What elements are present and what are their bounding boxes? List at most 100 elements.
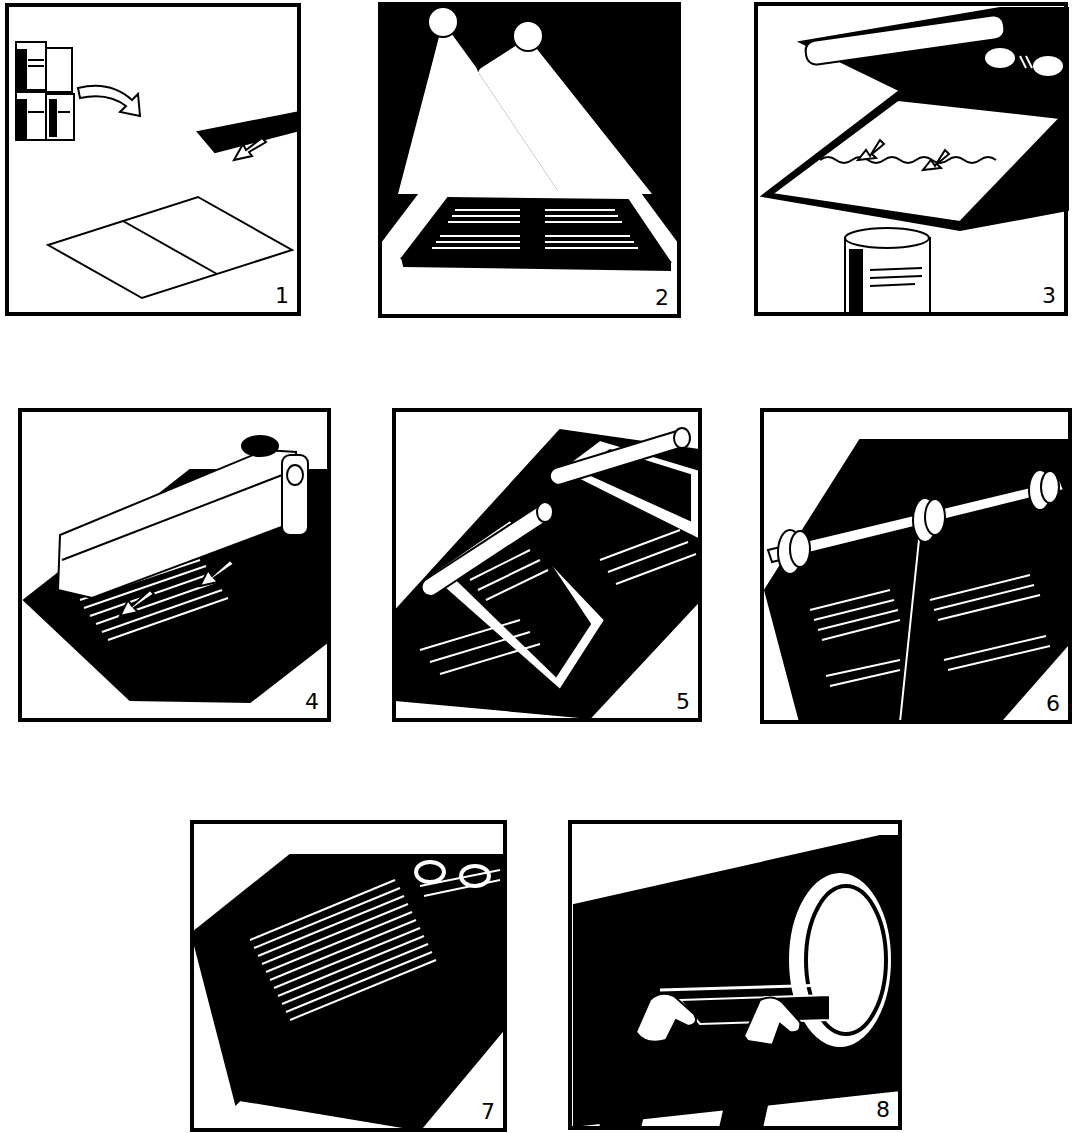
- finished-plate-part-part: [258, 896, 404, 956]
- illustration-panel: 6: [760, 408, 1072, 724]
- finished-plate-part: [192, 930, 240, 1104]
- roller-machine-part: [200, 560, 234, 586]
- exposed-sheet-part-part: [545, 221, 622, 223]
- roller-machine-part: [287, 465, 303, 485]
- coated-sheet: [762, 92, 1068, 230]
- developer-machine-part: [1032, 55, 1064, 77]
- finished-plate-part: [250, 870, 500, 1020]
- developing-sheet-part: [422, 428, 690, 596]
- drying-sheet-part-part: [822, 620, 900, 640]
- exposure-frame-part: [462, 20, 500, 72]
- roller-machine-part: [282, 455, 308, 535]
- developer-machine-part: [804, 14, 1005, 66]
- drying-sheet-part-part: [944, 636, 1046, 660]
- finished-plate-part-part: [270, 920, 416, 980]
- exposed-sheet: [402, 198, 670, 270]
- chemical-boxes-part: [16, 92, 46, 140]
- exposed-sheet-part-part: [545, 247, 638, 249]
- developing-sheet-part-part: [420, 620, 520, 650]
- illustration-panel: 8: [568, 820, 902, 1130]
- developing-sheet-part-part: [478, 560, 540, 590]
- drying-sheet-part-part: [938, 595, 1040, 620]
- exposed-sheet-part-part: [436, 241, 520, 243]
- chemical-boxes-part: [50, 100, 56, 136]
- step-number: 4: [305, 689, 319, 714]
- developing-sheet-part-part: [674, 428, 690, 448]
- press-cylinder-part: [660, 985, 830, 990]
- exposed-sheet-part-part: [545, 241, 634, 243]
- developing-sheet-part: [430, 520, 605, 690]
- hands-part: [720, 1040, 780, 1128]
- drying-sheet-part: [765, 440, 1072, 722]
- roller-machine-part: [120, 590, 154, 616]
- finished-plate-part-part: [254, 888, 400, 948]
- finished-plate-part-part: [282, 944, 428, 1004]
- step-number: 6: [1046, 691, 1060, 716]
- curved-arrow-part: [78, 86, 140, 116]
- coated-sheet-part: [858, 140, 884, 160]
- chemical-canister-part: [850, 250, 862, 312]
- drying-sheet: [765, 440, 1072, 722]
- drying-sheet-part: [900, 530, 920, 722]
- exposed-sheet-part-part: [455, 209, 520, 211]
- white-sheet-part: [123, 221, 217, 274]
- finished-plate-part-part: [250, 880, 395, 940]
- chemical-boxes-part: [18, 50, 26, 88]
- black-sheet-part: [198, 112, 300, 152]
- step-number: 8: [876, 1097, 890, 1122]
- finished-plate-part: [416, 862, 444, 882]
- drying-sheet-part-part: [948, 646, 1050, 670]
- exposure-frame-part: [478, 38, 652, 194]
- roller-rod-part: [925, 499, 945, 535]
- exposed-sheet-part-part: [545, 209, 615, 211]
- step-number: 1: [275, 283, 289, 308]
- drying-sheet-part-part: [814, 600, 894, 620]
- chemical-boxes-part: [16, 42, 46, 90]
- hands: [600, 994, 800, 1128]
- developing-sheet-part-part: [486, 570, 548, 600]
- chemical-boxes-part: [46, 94, 74, 140]
- roller-rod-part: [768, 480, 1064, 562]
- processed-sheet-part-part: [102, 590, 222, 632]
- drying-sheet-part-part: [934, 585, 1034, 610]
- coated-sheet-part: [820, 157, 996, 163]
- coated-sheet-part: [772, 100, 1060, 222]
- drying-sheet-part-part: [830, 670, 900, 686]
- developer-machine-part: [1026, 56, 1032, 68]
- finished-plate-part-part: [286, 952, 432, 1012]
- chemical-boxes: [16, 42, 74, 140]
- finished-plate-part-part: [278, 936, 424, 996]
- developing-sheet-part-part: [616, 554, 696, 584]
- roller-machine-part: [58, 450, 300, 598]
- chemical-boxes-part: [28, 65, 44, 67]
- developing-sheet-part-part: [422, 505, 552, 596]
- step-number: 2: [655, 285, 669, 310]
- exposed-sheet-part-part: [452, 215, 520, 217]
- curved-arrow: [78, 86, 140, 116]
- developing-sheet-part-part: [550, 430, 690, 485]
- exposed-sheet-part: [402, 198, 670, 262]
- developing-sheet-part: [420, 530, 696, 674]
- chemical-boxes-part: [28, 111, 44, 113]
- roller-rod-part: [790, 531, 810, 567]
- exposed-sheet-part-part: [432, 247, 520, 249]
- illustration-panel: 2: [378, 2, 681, 318]
- finished-plate-part-part: [290, 960, 436, 1020]
- exposed-sheet-part: [402, 258, 670, 270]
- developing-sheet-part: [396, 430, 700, 718]
- chemical-canister-part: [870, 276, 922, 278]
- exposed-sheet-part-part: [545, 215, 618, 217]
- chemical-canister-part: [845, 228, 929, 248]
- drying-sheet-part-part: [826, 660, 900, 676]
- black-sheet: [198, 112, 300, 160]
- illustration-panel: 5: [392, 408, 702, 722]
- step-number: 3: [1042, 283, 1056, 308]
- finished-plate-part: [461, 866, 489, 886]
- developing-sheet-part-part: [608, 542, 688, 572]
- white-sheet-part: [48, 197, 292, 298]
- developing-sheet-part-part: [430, 632, 530, 662]
- coated-sheet-part: [762, 92, 1068, 230]
- drying-sheet-part: [810, 575, 1050, 686]
- illustration-panel: 3: [754, 2, 1068, 316]
